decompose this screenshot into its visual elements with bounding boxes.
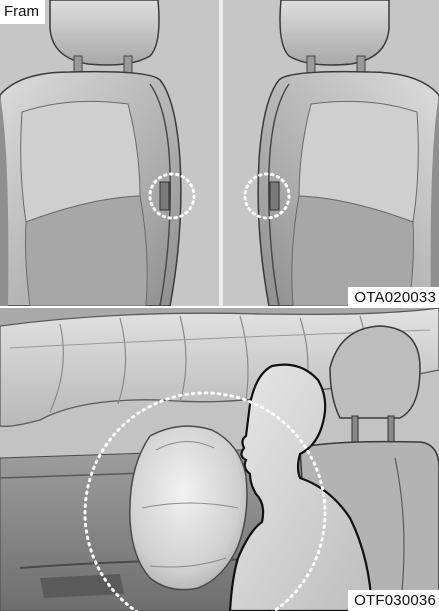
figure-code-bottom: OTF030036: [348, 590, 439, 611]
seat-airbag-location-figure: Fram OTA020033: [0, 0, 439, 308]
figure-code-top: OTA020033: [348, 287, 439, 308]
deployment-illustration: [0, 308, 439, 611]
seat-illustration: [0, 0, 439, 308]
side-airbag-deployment-figure: OTF030036: [0, 308, 439, 611]
figure-corner-label: Fram: [0, 0, 45, 24]
